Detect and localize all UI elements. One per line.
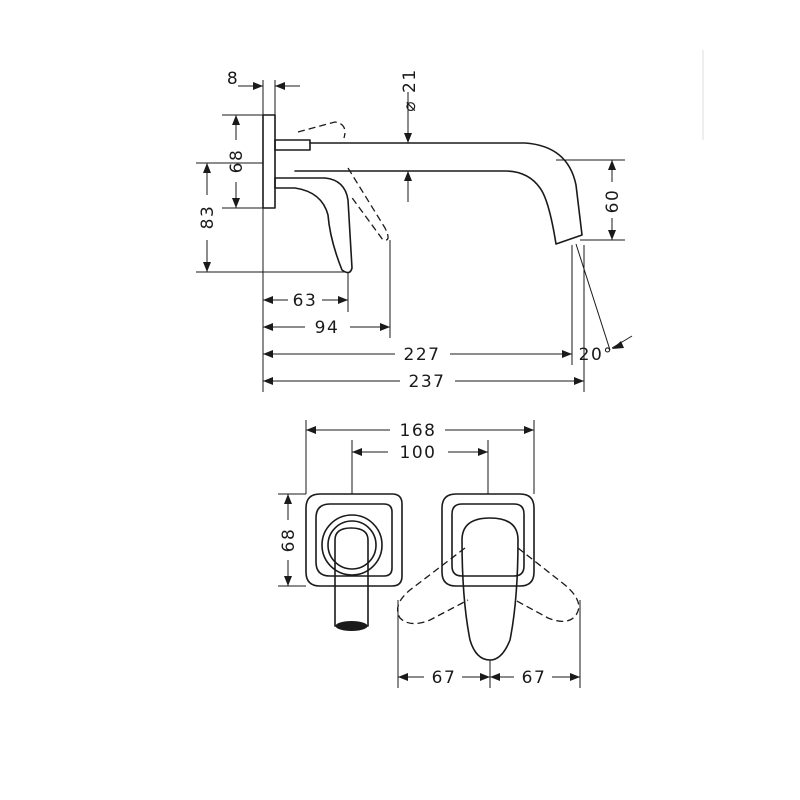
- dim-outlet-angle: 20°: [579, 345, 614, 365]
- spout-plate: [305, 493, 403, 587]
- mixer-plate-inner: [451, 503, 525, 577]
- dim-lever-swing-left: 67: [432, 668, 457, 688]
- spout-rosette: [321, 514, 383, 576]
- dim-wall-plate-thickness: 8: [227, 69, 239, 89]
- dim-lever-reach-open: 94: [315, 318, 340, 338]
- spout-front: [334, 527, 369, 627]
- mixer-plate: [441, 493, 535, 587]
- lever-swing-right: [514, 547, 580, 622]
- spout-rosette-inner: [327, 520, 377, 570]
- side-view: 8 68 83 ⌀ 21 60 63 9: [196, 68, 633, 392]
- dim-overall-projection: 237: [409, 372, 446, 392]
- dim-lever-total-height: 83: [198, 205, 218, 230]
- dim-lever-reach: 63: [293, 291, 318, 311]
- wall-plate: [262, 114, 276, 209]
- dim-spout-drop: 60: [603, 189, 623, 214]
- lever-swing-left: [396, 547, 469, 625]
- dim-spout-projection: 227: [404, 345, 441, 365]
- front-view: 168 100 68 67 67: [278, 420, 581, 688]
- dim-lever-height: 68: [227, 149, 247, 174]
- side-lever: [274, 177, 353, 274]
- dim-lever-swing-right: 67: [522, 668, 547, 688]
- dim-plate-height: 68: [279, 528, 299, 553]
- spout: [294, 142, 583, 245]
- spout-outlet: [335, 621, 368, 631]
- side-lever-raised-position: [297, 121, 346, 139]
- dim-spout-diameter: ⌀ 21: [400, 68, 420, 111]
- spout-collar: [274, 139, 311, 151]
- side-lever-open-position: [347, 167, 389, 241]
- mixer-lever: [461, 517, 519, 661]
- spout-plate-inner: [315, 503, 393, 577]
- dim-center-distance: 100: [400, 443, 437, 463]
- dim-plate-span: 168: [400, 421, 437, 441]
